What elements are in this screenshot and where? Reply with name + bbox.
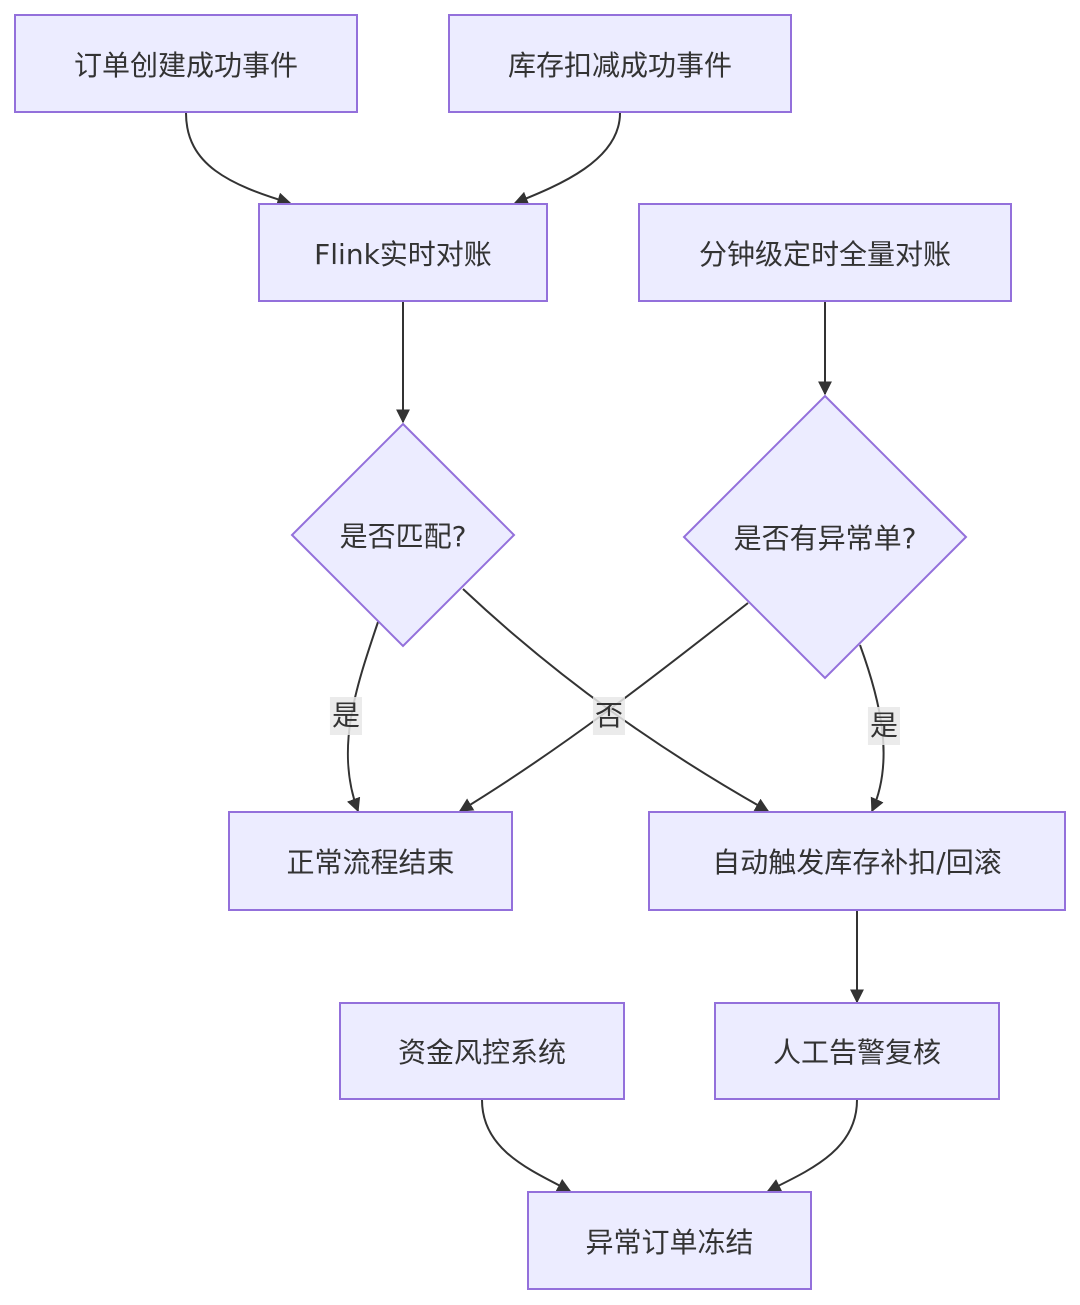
auto-compensate-node: 自动触发库存补扣/回滚 <box>648 811 1066 911</box>
edge-label-abnormal-yes: 是 <box>867 707 901 745</box>
stock-deducted-node: 库存扣减成功事件 <box>448 14 792 113</box>
abnormal-decision-label: 是否有异常单? <box>733 522 917 555</box>
risk-control-node: 资金风控系统 <box>339 1002 625 1100</box>
order-created-node: 订单创建成功事件 <box>14 14 358 113</box>
flink-recon-node: Flink实时对账 <box>258 203 548 302</box>
match-diamond-shape <box>290 422 516 648</box>
manual-review-node: 人工告警复核 <box>714 1002 1000 1100</box>
edge-label-match-yes: 是 <box>329 697 363 735</box>
minute-recon-node: 分钟级定时全量对账 <box>638 203 1012 302</box>
edge-stock-to-flink <box>513 112 621 205</box>
abnormal-diamond-shape <box>682 394 968 680</box>
edge-order-to-flink <box>185 112 292 207</box>
freeze-order-node: 异常订单冻结 <box>527 1191 812 1290</box>
match-decision-label: 是否匹配? <box>339 520 467 553</box>
match-decision: 是否匹配? <box>290 422 516 648</box>
edge-review-to-freeze <box>766 1099 858 1192</box>
edge-risk-to-freeze <box>481 1099 572 1192</box>
abnormal-decision: 是否有异常单? <box>682 394 968 680</box>
edge-label-match-no: 否 <box>592 697 626 735</box>
normal-end-node: 正常流程结束 <box>228 811 513 911</box>
